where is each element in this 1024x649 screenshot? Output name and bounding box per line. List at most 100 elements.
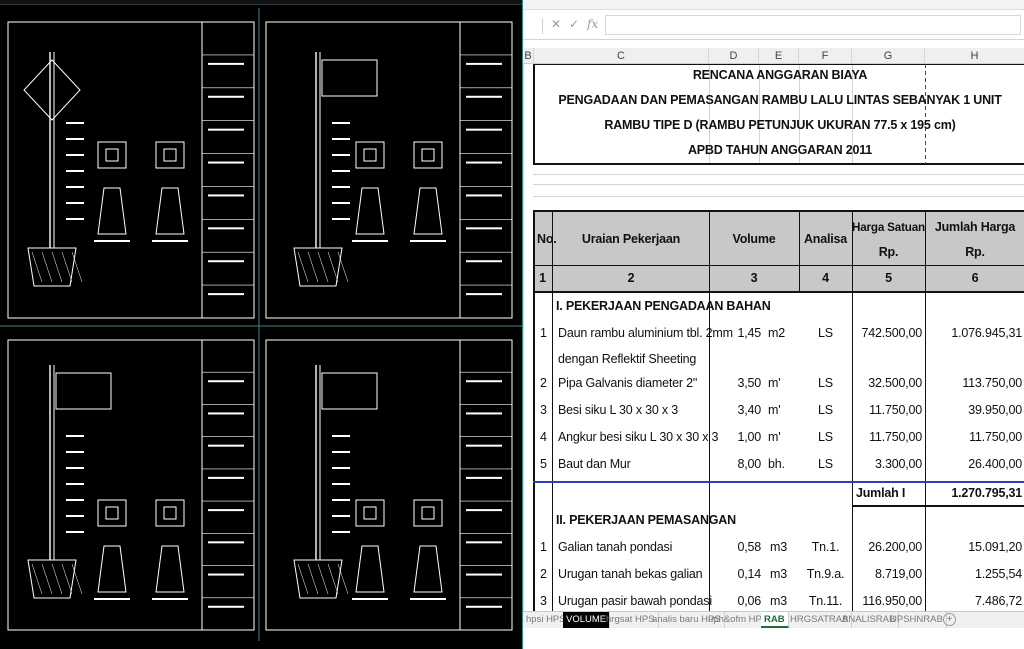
column-header-d[interactable]: D bbox=[709, 48, 759, 64]
dimension-note bbox=[332, 154, 350, 156]
row-volume: 8,00 bbox=[737, 457, 761, 471]
row-uraian: Angkur besi siku L 30 x 30 x 3 bbox=[558, 430, 719, 444]
col-number-6: 6 bbox=[971, 271, 979, 285]
detail-drawing bbox=[363, 148, 377, 162]
subtotal-border-top bbox=[533, 481, 1024, 483]
row-analisa: LS bbox=[818, 457, 833, 471]
check-icon[interactable]: ✓ bbox=[569, 17, 580, 31]
hatch-line bbox=[61, 563, 73, 595]
hatch-line bbox=[31, 251, 43, 283]
border bbox=[852, 505, 1024, 507]
cad-drawing-panel[interactable] bbox=[0, 0, 522, 649]
title-block-text bbox=[466, 573, 502, 576]
row-uraian: Galian tanah pondasi bbox=[558, 540, 673, 554]
status-area bbox=[523, 628, 1024, 649]
sheet-tab-analisrab[interactable]: ANALISRAB bbox=[839, 612, 900, 628]
row-satuan: m3 bbox=[770, 567, 787, 581]
row-satuan: m' bbox=[768, 376, 781, 390]
sheet-tab-upshnrab[interactable]: UPSHNRAB bbox=[887, 612, 947, 628]
column-header-e[interactable]: E bbox=[759, 48, 799, 64]
title-block-text bbox=[466, 62, 502, 65]
gridline bbox=[533, 184, 1024, 185]
formula-bar-divider bbox=[542, 18, 543, 34]
column-header-b[interactable]: B bbox=[523, 48, 534, 64]
title-block-text bbox=[466, 227, 502, 230]
sheet-tab-analis-baru-hps[interactable]: analis baru HPS bbox=[649, 612, 725, 628]
detail-caption bbox=[352, 598, 388, 600]
title-block-text bbox=[208, 161, 244, 164]
title-line-2: PENGADAAN DAN PEMASANGAN RAMBU LALU LINT… bbox=[558, 93, 1002, 107]
border bbox=[533, 64, 1024, 65]
title-block-text bbox=[208, 260, 244, 263]
foundation-drawing bbox=[293, 247, 343, 287]
row-no: 1 bbox=[540, 326, 547, 340]
detail-caption bbox=[94, 598, 130, 600]
row-jumlah: 26.400,00 bbox=[968, 457, 1022, 471]
hatch-line bbox=[71, 563, 83, 595]
title-block-text bbox=[208, 380, 244, 383]
hatch-line bbox=[327, 563, 339, 595]
dimension-note bbox=[66, 467, 84, 469]
column-header-h[interactable]: H bbox=[925, 48, 1024, 64]
detail-drawing bbox=[355, 499, 385, 527]
sheet-tab-volume[interactable]: VOLUME bbox=[563, 612, 611, 628]
x-icon[interactable]: ✕ bbox=[551, 17, 562, 31]
sheet-tab-hrgsatrab[interactable]: HRGSATRAB bbox=[787, 612, 853, 628]
gridline bbox=[852, 64, 853, 164]
border bbox=[925, 210, 926, 611]
column-headers: B C D E F G H bbox=[523, 48, 1024, 64]
row-jumlah: 1.255,54 bbox=[974, 567, 1022, 581]
header-analisa: Analisa bbox=[803, 232, 848, 246]
dimension-note bbox=[332, 515, 350, 517]
row-harga: 3.300,00 bbox=[874, 457, 922, 471]
row-volume: 0,58 bbox=[737, 540, 761, 554]
col-number-1: 1 bbox=[539, 271, 546, 285]
hatch-line bbox=[317, 563, 329, 595]
sheet-grid[interactable]: RENCANA ANGGARAN BIAYA PENGADAAN DAN PEM… bbox=[523, 64, 1024, 611]
row-jumlah: 113.750,00 bbox=[962, 376, 1022, 390]
hatch-line bbox=[51, 251, 63, 283]
column-header-g[interactable]: G bbox=[852, 48, 925, 64]
column-header-f[interactable]: F bbox=[799, 48, 852, 64]
row-volume: 3,40 bbox=[737, 403, 761, 417]
row-analisa: LS bbox=[818, 430, 833, 444]
row-harga: 32.500,00 bbox=[868, 376, 922, 390]
dimension-note bbox=[332, 186, 350, 188]
dimension-note bbox=[332, 467, 350, 469]
title-block-text bbox=[466, 444, 502, 447]
detail-drawing bbox=[163, 506, 177, 520]
hatch-line bbox=[71, 251, 83, 283]
title-block-text bbox=[466, 194, 502, 197]
row-satuan: m' bbox=[768, 430, 781, 444]
detail-drawing bbox=[155, 187, 185, 235]
title-block-text bbox=[208, 605, 244, 608]
row-no: 2 bbox=[540, 376, 547, 390]
row-uraian: Urugan pasir bawah pondasi bbox=[558, 594, 712, 608]
dimension-note bbox=[66, 138, 84, 140]
title-block-text bbox=[208, 62, 244, 65]
detail-drawing bbox=[97, 499, 127, 527]
title-block-text bbox=[466, 293, 502, 296]
row-no: 5 bbox=[540, 457, 547, 471]
gridline bbox=[759, 64, 760, 164]
dimension-note bbox=[66, 499, 84, 501]
detail-caption bbox=[94, 240, 130, 242]
fx-icon[interactable]: fx bbox=[587, 17, 599, 31]
sheet-tab-hrgsat-hps[interactable]: hrgsat HPS bbox=[603, 612, 659, 628]
gridline bbox=[533, 174, 1024, 175]
dimension-note bbox=[332, 202, 350, 204]
sheet-tab-bar: hpsi HPS VOLUME hrgsat HPS analis baru H… bbox=[523, 611, 1024, 628]
title-block-text bbox=[208, 293, 244, 296]
sheet-tab-rab[interactable]: RAB bbox=[761, 612, 789, 628]
dimension-note bbox=[332, 499, 350, 501]
hatch-line bbox=[31, 563, 43, 595]
title-block-text bbox=[208, 509, 244, 512]
header-jumlah-harga: Jumlah Harga bbox=[934, 220, 1016, 234]
column-header-c[interactable]: C bbox=[534, 48, 709, 64]
add-sheet-icon[interactable]: + bbox=[943, 613, 956, 626]
detail-drawing bbox=[355, 545, 385, 593]
dimension-note bbox=[332, 122, 350, 124]
formula-input[interactable] bbox=[605, 15, 1021, 35]
dimension-note bbox=[332, 451, 350, 453]
title-block-text bbox=[466, 128, 502, 131]
